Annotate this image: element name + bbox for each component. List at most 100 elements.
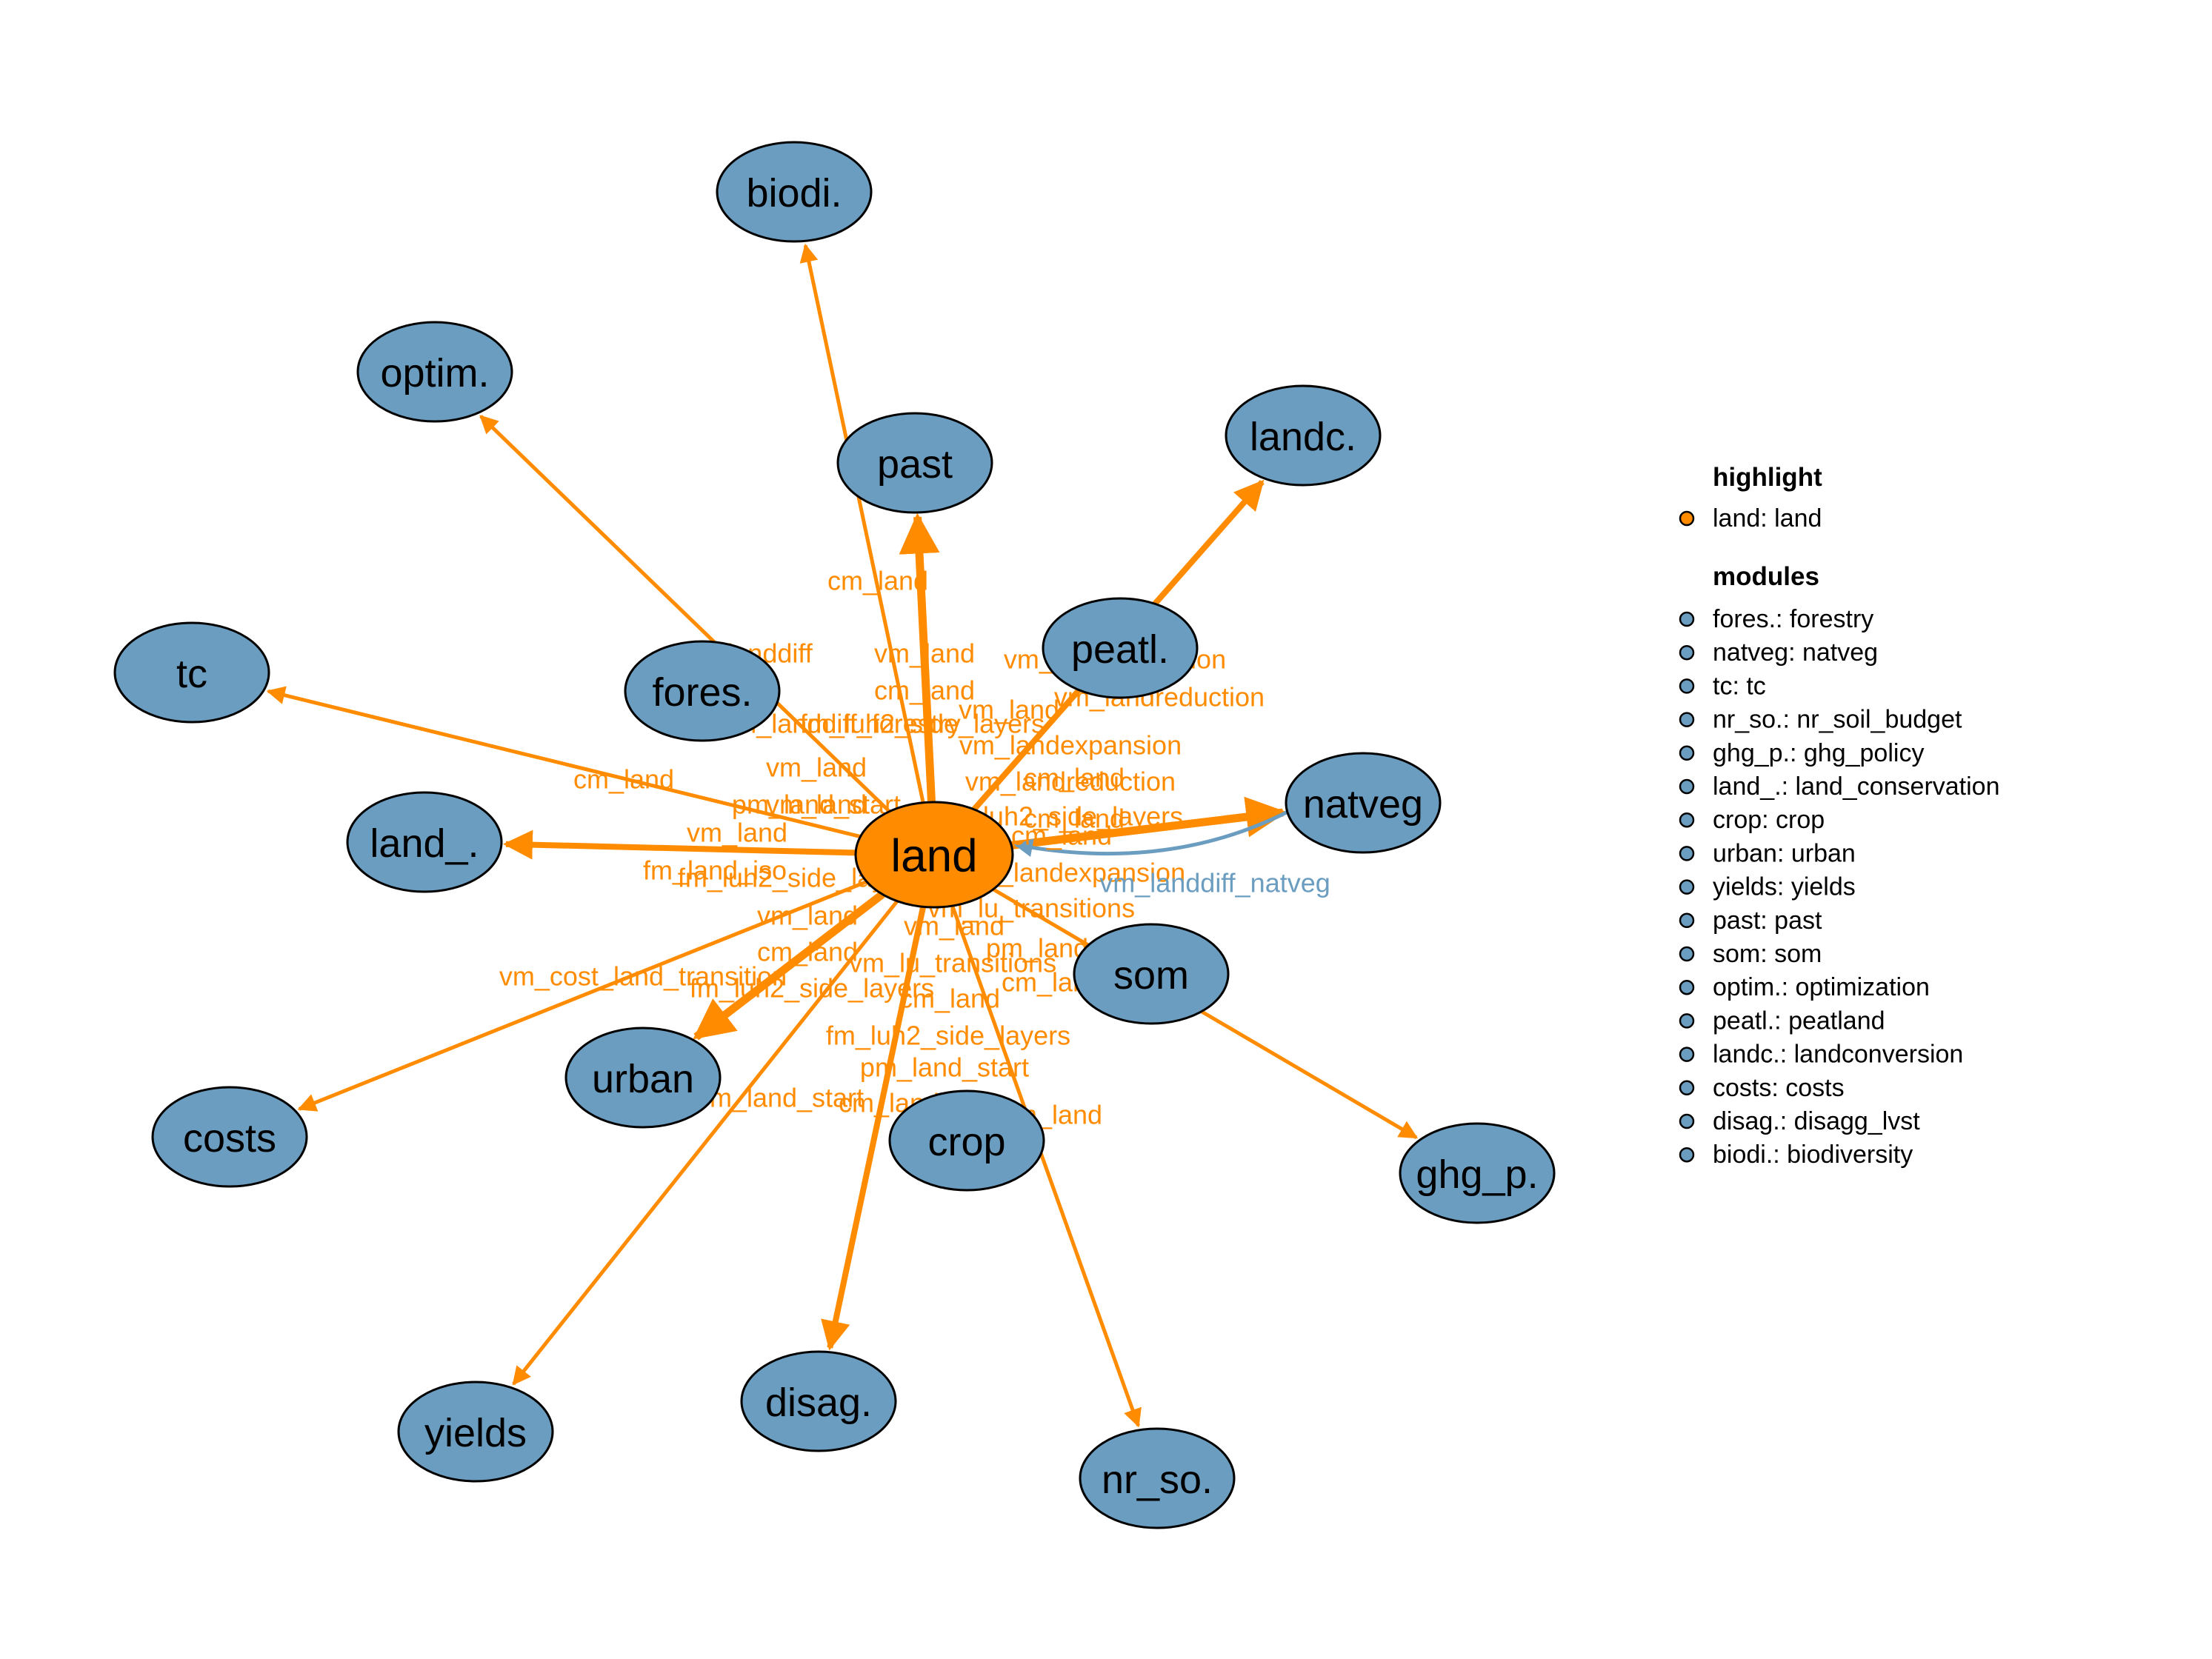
edge-label: cm_land [899, 984, 1000, 1014]
legend-module-label: urban: urban [1713, 839, 1856, 867]
legend-module-item: yields: yields [1679, 873, 1856, 901]
node-peatl-label: peatl. [1071, 627, 1169, 672]
legend-module-label: ghg_p.: ghg_policy [1713, 739, 1924, 767]
node-land-shape [854, 801, 1014, 909]
edge-land-to-natveg [1010, 796, 1287, 849]
node-landc[interactable]: landc. [1225, 384, 1382, 487]
edge-label: cm_land [1024, 804, 1125, 834]
node-optim[interactable]: optim. [356, 321, 513, 423]
legend-module-label: nr_so.: nr_soil_budget [1713, 706, 1962, 734]
node-tc-shape [113, 621, 270, 724]
node-landc-shape [1225, 384, 1382, 487]
node-urban[interactable]: urban [564, 1027, 722, 1129]
node-peatl[interactable]: peatl. [1042, 597, 1199, 699]
legend-highlight-title: highlight [1713, 463, 1822, 492]
node-land_-shape [346, 791, 503, 893]
node-land-label: land [890, 831, 977, 882]
legend-module-label: land_.: land_conservation [1713, 772, 2000, 801]
legend-module-swatch [1679, 979, 1695, 995]
node-costs[interactable]: costs [151, 1086, 308, 1188]
legend-module-item: fores.: forestry [1679, 605, 1873, 633]
edge-label: vm_landreduction [965, 767, 1176, 797]
legend-modules-title: modules [1713, 562, 1819, 591]
node-land[interactable]: land [854, 801, 1014, 909]
edge-label: fm_luh2_side_layers [826, 1021, 1070, 1051]
edges-layer [266, 243, 1419, 1428]
node-yields[interactable]: yields [397, 1381, 554, 1483]
legend-module-label: som: som [1713, 940, 1822, 968]
edge-label: vm_landexpansion [959, 730, 1182, 761]
node-som[interactable]: som [1073, 923, 1230, 1025]
legend-module-item: landc.: landconversion [1679, 1041, 1963, 1069]
node-costs-shape [151, 1086, 308, 1188]
legend-module-item: crop: crop [1679, 806, 1825, 834]
edge-land-to-past [899, 513, 940, 803]
legend-module-label: costs: costs [1713, 1074, 1845, 1102]
legend-highlight-item: land: land [1679, 504, 1822, 533]
legend-module-label: crop: crop [1713, 806, 1825, 834]
node-yields-shape [397, 1381, 554, 1483]
node-som-shape [1073, 923, 1230, 1025]
legend-module-item: natveg: natveg [1679, 638, 1878, 667]
edge-land-to-disag [821, 906, 927, 1351]
edge-label: cm_land [1011, 821, 1112, 851]
node-landc-label: landc. [1250, 415, 1356, 459]
node-optim-label: optim. [380, 351, 489, 395]
edge-label: pm_land_start [695, 1083, 864, 1113]
legend-module-swatch [1679, 712, 1695, 727]
node-tc[interactable]: tc [113, 621, 270, 724]
node-disag-label: disag. [765, 1381, 872, 1425]
node-nr_so-shape [1079, 1427, 1236, 1529]
node-urban-shape [564, 1027, 722, 1129]
edge-label: vm_land [687, 818, 787, 848]
legend-highlight-items: land: land [1679, 504, 1822, 533]
edge-land-to-nr_so [950, 905, 1142, 1428]
legend-module-item: som: som [1679, 940, 1822, 968]
edge-label: cm_land [1024, 763, 1125, 793]
legend: highlight land: land modules fores.: for… [1679, 463, 2000, 1169]
edge-label: vm_land [874, 638, 975, 669]
legend-module-label: natveg: natveg [1713, 638, 1878, 667]
node-crop[interactable]: crop [888, 1089, 1045, 1192]
node-land_[interactable]: land_. [346, 791, 503, 893]
legend-highlight-label: land: land [1713, 504, 1822, 533]
edge-land-to-urban [693, 891, 885, 1041]
edge-label: cm_land [827, 566, 928, 596]
node-optim-shape [356, 321, 513, 423]
edge-label: fm_land_iso [643, 855, 787, 886]
node-nr_so[interactable]: nr_so. [1079, 1427, 1236, 1529]
legend-module-item: optim.: optimization [1679, 973, 1930, 1001]
node-ghg_p[interactable]: ghg_p. [1399, 1122, 1556, 1224]
node-disag[interactable]: disag. [740, 1350, 897, 1452]
node-peatl-shape [1042, 597, 1199, 699]
legend-module-item: past: past [1679, 907, 1822, 935]
edge-label: vm_land [959, 695, 1059, 725]
legend-module-label: landc.: landconversion [1713, 1041, 1963, 1069]
node-biodi[interactable]: biodi. [716, 141, 873, 243]
node-past[interactable]: past [836, 412, 993, 514]
edge-land-to-costs [297, 880, 867, 1112]
legend-module-item: disag.: disagg_lvst [1679, 1107, 1920, 1135]
node-crop-shape [888, 1089, 1045, 1192]
node-ghg_p-label: ghg_p. [1416, 1152, 1538, 1197]
legend-module-item: biodi.: biodiversity [1679, 1141, 1913, 1169]
legend-module-swatch [1679, 879, 1695, 895]
legend-highlight-swatch [1679, 510, 1695, 527]
node-fores-shape [624, 640, 781, 742]
node-crop-label: crop [927, 1120, 1005, 1164]
edge-label: pm_land_start [860, 1052, 1029, 1083]
edge-label: vm_land [757, 901, 858, 931]
node-ghg_p-shape [1399, 1122, 1556, 1224]
edge-label: vm_land [766, 790, 867, 820]
legend-module-item: peatl.: peatland [1679, 1007, 1885, 1035]
node-past-label: past [877, 442, 953, 487]
legend-module-items: fores.: forestry natveg: natveg tc: tc nr_s… [1679, 605, 2000, 1169]
edge-label: vm_cost_land_transition [499, 961, 787, 992]
node-fores[interactable]: fores. [624, 640, 781, 742]
legend-module-item: tc: tc [1679, 672, 1766, 700]
legend-module-item: ghg_p.: ghg_policy [1679, 739, 1924, 767]
node-natveg-label: natveg [1303, 782, 1423, 827]
legend-module-swatch [1679, 611, 1695, 627]
node-disag-shape [740, 1350, 897, 1452]
node-natveg[interactable]: natveg [1285, 752, 1442, 854]
